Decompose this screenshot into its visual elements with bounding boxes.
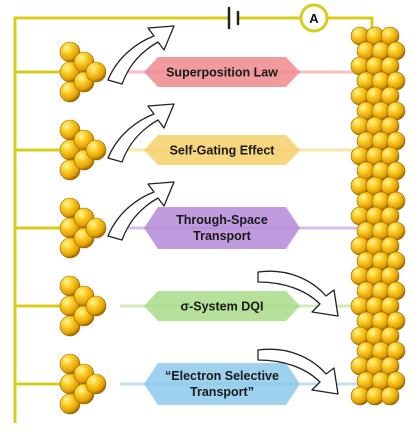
left-electrode-tip	[59, 197, 107, 259]
mechanism-banner	[144, 135, 300, 165]
gold-atom	[85, 139, 107, 161]
curved-arrow-icon	[107, 25, 175, 85]
curved-arrow-shape	[257, 348, 339, 395]
curved-arrow-icon	[107, 103, 175, 163]
curved-arrow-icon	[257, 348, 339, 395]
left-electrode-tip	[59, 41, 107, 103]
curved-arrow-shape	[107, 181, 175, 241]
mechanism-banner	[144, 291, 300, 321]
ammeter-icon: A	[299, 3, 329, 33]
mechanism-banner	[144, 57, 300, 87]
curved-arrow-icon	[257, 270, 339, 317]
mechanism-label: Self-Gating Effect	[170, 144, 276, 158]
gold-atom	[85, 217, 107, 239]
gold-atom	[380, 386, 400, 406]
gold-atom	[85, 61, 107, 83]
gold-atom	[85, 373, 107, 395]
curved-arrow-shape	[107, 103, 175, 163]
curved-arrow-shape	[107, 25, 175, 85]
gold-atom	[85, 295, 107, 317]
right-electrode	[350, 26, 406, 406]
curved-arrow-icon	[107, 181, 175, 241]
mechanism-label: σ-System DQI	[181, 300, 264, 314]
mechanism-banner	[144, 207, 300, 249]
battery-icon	[227, 6, 240, 30]
curved-arrow-shape	[257, 270, 339, 317]
left-electrode-tip	[59, 353, 107, 415]
ammeter-label: A	[309, 11, 319, 26]
left-electrode-tip	[59, 275, 107, 337]
left-electrode-tip	[59, 119, 107, 181]
mechanism-label: Superposition Law	[166, 66, 278, 80]
mechanism-banner	[144, 363, 300, 405]
